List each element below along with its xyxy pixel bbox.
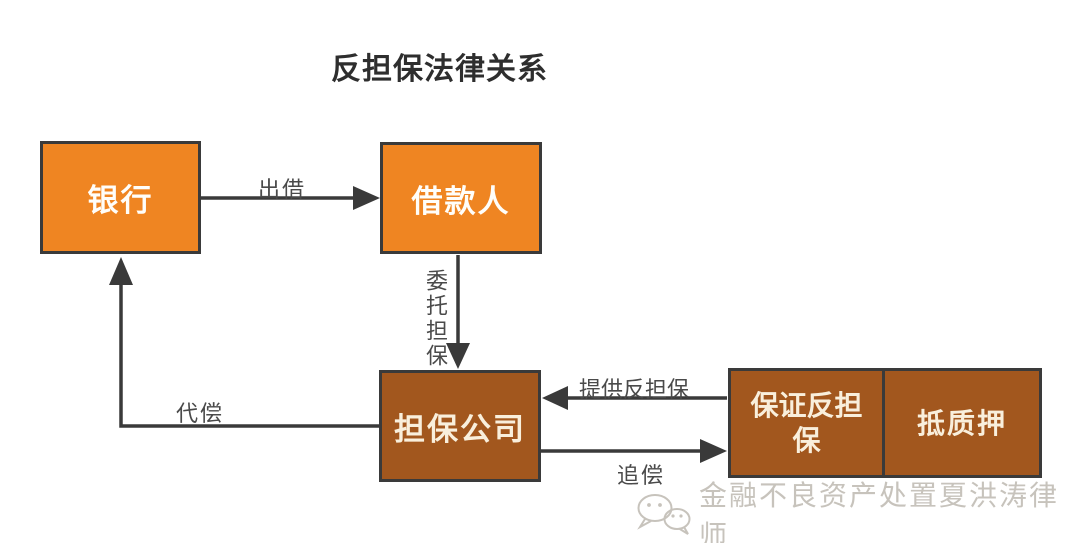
node-pledge-label: 抵质押 [916,407,1007,439]
node-guarantee-company-label: 担保公司 [394,411,526,447]
watermark-text: 金融不良资产处置夏洪涛律师 [699,480,1060,543]
edge-label-lend: 出借 [258,177,307,202]
edge-label-recourse: 追偿 [617,463,666,488]
watermark: 金融不良资产处置夏洪涛律师 [633,474,1080,543]
arrow-entrust [446,255,470,369]
node-bank-label: 银行 [87,183,154,218]
arrow-provide-counter [542,386,727,410]
arrow-lend [201,186,380,210]
node-guarantee-company: 担保公司 [379,370,541,482]
node-pledge: 抵质押 [885,371,1039,475]
arrow-compensate [109,257,379,428]
node-group-counter-guarantee: 保证反担保 抵质押 [728,368,1042,478]
node-guarantee-counter: 保证反担保 [731,371,885,475]
edge-label-entrust: 委托担保 [423,269,448,369]
diagram-title: 反担保法律关系 [331,53,548,86]
node-bank: 银行 [40,141,201,254]
node-borrower-label: 借款人 [411,183,511,219]
node-guarantee-counter-label: 保证反担保 [750,390,863,456]
arrow-recourse [541,439,727,463]
wechat-icon [637,494,691,535]
edge-label-compensate: 代偿 [176,401,225,426]
node-borrower: 借款人 [380,142,542,254]
edge-label-provide-counter: 提供反担保 [579,377,690,402]
